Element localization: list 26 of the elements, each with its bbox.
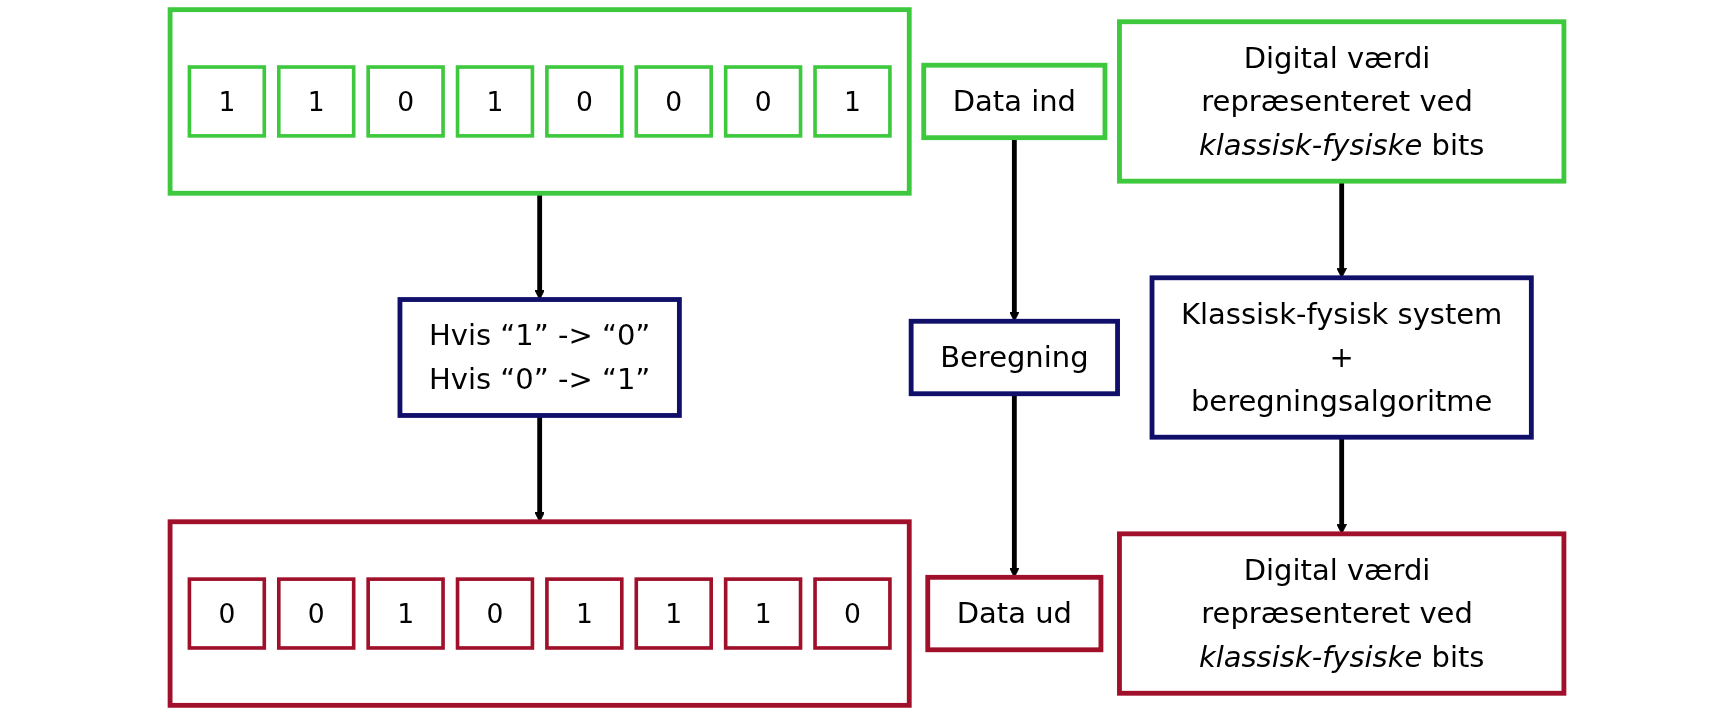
node-box: 1 (187, 65, 267, 138)
node-box: 1 (455, 65, 535, 138)
node-box: 0 (366, 65, 445, 138)
node-box: 0 (813, 577, 892, 650)
node-box: 0 (187, 577, 267, 650)
cluster (167, 7, 912, 196)
cluster (167, 519, 912, 708)
node-box: 1 (277, 65, 356, 138)
node-box: Hvis “1” -> “0” Hvis “0” -> “1” (397, 297, 682, 418)
node-box: 1 (723, 577, 803, 650)
node-box: Beregning (908, 318, 1120, 397)
arrow (534, 193, 545, 300)
node-box: 1 (813, 65, 892, 138)
node-box: 0 (634, 65, 713, 138)
node-box: 1 (634, 577, 713, 650)
node-box: 0 (545, 65, 624, 138)
node-box: Digital værdi repræsenteret ved klassisk-fysiske bits (1117, 19, 1567, 184)
node-box: Data ind (921, 62, 1108, 141)
node-box: 0 (277, 577, 356, 650)
node-box: Klassisk-fysisk system + beregningsalgoritme (1149, 275, 1534, 440)
node-box: 1 (545, 577, 624, 650)
node-box: 0 (723, 65, 803, 138)
node-box: 0 (455, 577, 535, 650)
node-box: Digital værdi repræsenteret ved klassisk-fysiske bits (1117, 531, 1567, 696)
node-box: 1 (366, 577, 445, 650)
node-box: Data ud (925, 574, 1104, 653)
